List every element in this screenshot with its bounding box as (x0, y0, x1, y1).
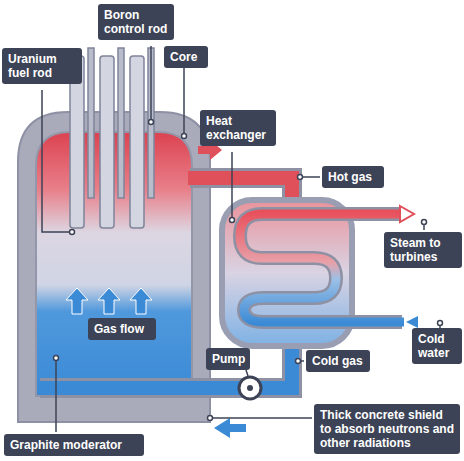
callout-text: Hot gas (328, 170, 378, 184)
callout-label: Steam to turbines (384, 232, 462, 268)
callout-label: Cold water (412, 328, 462, 364)
callout-text: Heat exchanger (206, 114, 270, 142)
callout-text: Uranium fuel rod (8, 52, 76, 80)
callout-label: Uranium fuel rod (2, 48, 82, 84)
callout-text: Steam to turbines (390, 236, 456, 264)
callout-label: Hot gas (322, 166, 384, 188)
callout-label: Heat exchanger (200, 110, 276, 146)
callout-text: Gas flow (94, 322, 150, 336)
callout-text: Thick concrete shield to absorb neutrons… (320, 408, 454, 450)
callout-label: Gas flow (88, 318, 156, 340)
callout-label: Cold gas (306, 350, 370, 372)
callout-label: Pump (206, 348, 250, 370)
callout-label: Graphite moderator (4, 434, 144, 456)
callout-text: Boron control rod (104, 8, 168, 36)
callout-text: Core (170, 50, 202, 64)
callout-text: Graphite moderator (10, 438, 138, 452)
callout-label: Boron control rod (98, 4, 174, 40)
callout-text: Pump (212, 352, 244, 366)
callout-text: Cold gas (312, 354, 364, 368)
callout-label: Core (164, 46, 208, 68)
callout-text: Cold water (418, 332, 456, 360)
callout-label: Thick concrete shield to absorb neutrons… (314, 404, 460, 454)
